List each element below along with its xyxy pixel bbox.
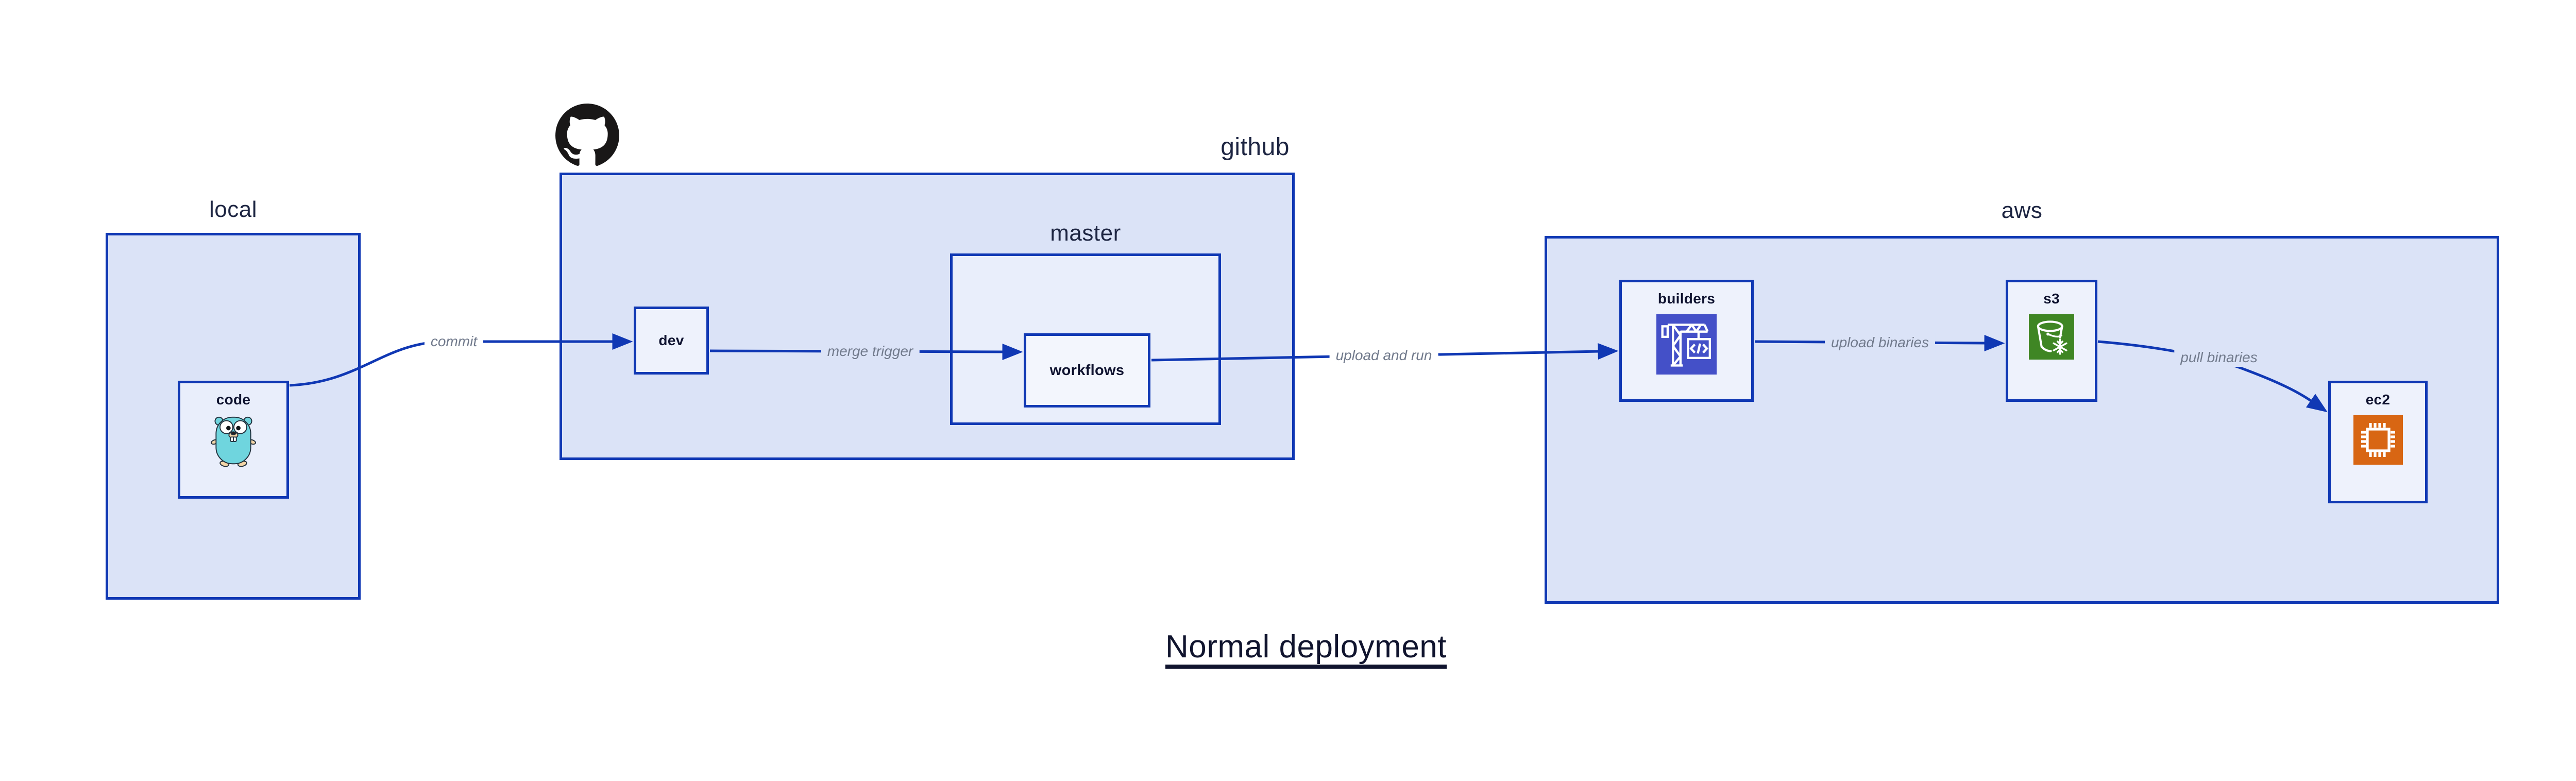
edge-label-upload-and-run: upload and run — [1329, 346, 1438, 365]
node-s3: s3 — [2006, 280, 2097, 402]
node-builders-label: builders — [1657, 291, 1716, 307]
edge-label-merge-trigger: merge trigger — [821, 342, 920, 361]
ec2-chip-icon — [2353, 415, 2403, 465]
github-group-label: github — [1221, 133, 1290, 161]
github-octocat-icon — [555, 104, 619, 166]
aws-group-label: aws — [2001, 198, 2043, 223]
node-dev-label: dev — [658, 332, 684, 348]
node-builders: builders — [1619, 280, 1754, 402]
s3-glacier-bucket-icon — [2029, 314, 2074, 360]
edge-label-commit: commit — [424, 332, 484, 351]
diagram-title: Normal deployment — [1121, 629, 1492, 665]
node-ec2: ec2 — [2328, 381, 2428, 503]
node-s3-label: s3 — [2043, 291, 2060, 307]
master-group-label: master — [1050, 220, 1121, 246]
node-code: code — [178, 381, 289, 499]
codebuild-crane-icon — [1656, 314, 1717, 375]
node-workflows-label: workflows — [1049, 362, 1125, 379]
go-gopher-icon — [211, 416, 256, 467]
node-code-label: code — [216, 392, 251, 408]
edge-label-upload-binaries: upload binaries — [1825, 333, 1935, 352]
node-ec2-label: ec2 — [2365, 392, 2391, 408]
node-workflows: workflows — [1024, 333, 1150, 408]
edge-label-pull-binaries: pull binaries — [2174, 348, 2264, 367]
diagram-title-text: Normal deployment — [1165, 629, 1447, 665]
node-dev: dev — [634, 307, 709, 375]
local-group-label: local — [209, 197, 257, 222]
